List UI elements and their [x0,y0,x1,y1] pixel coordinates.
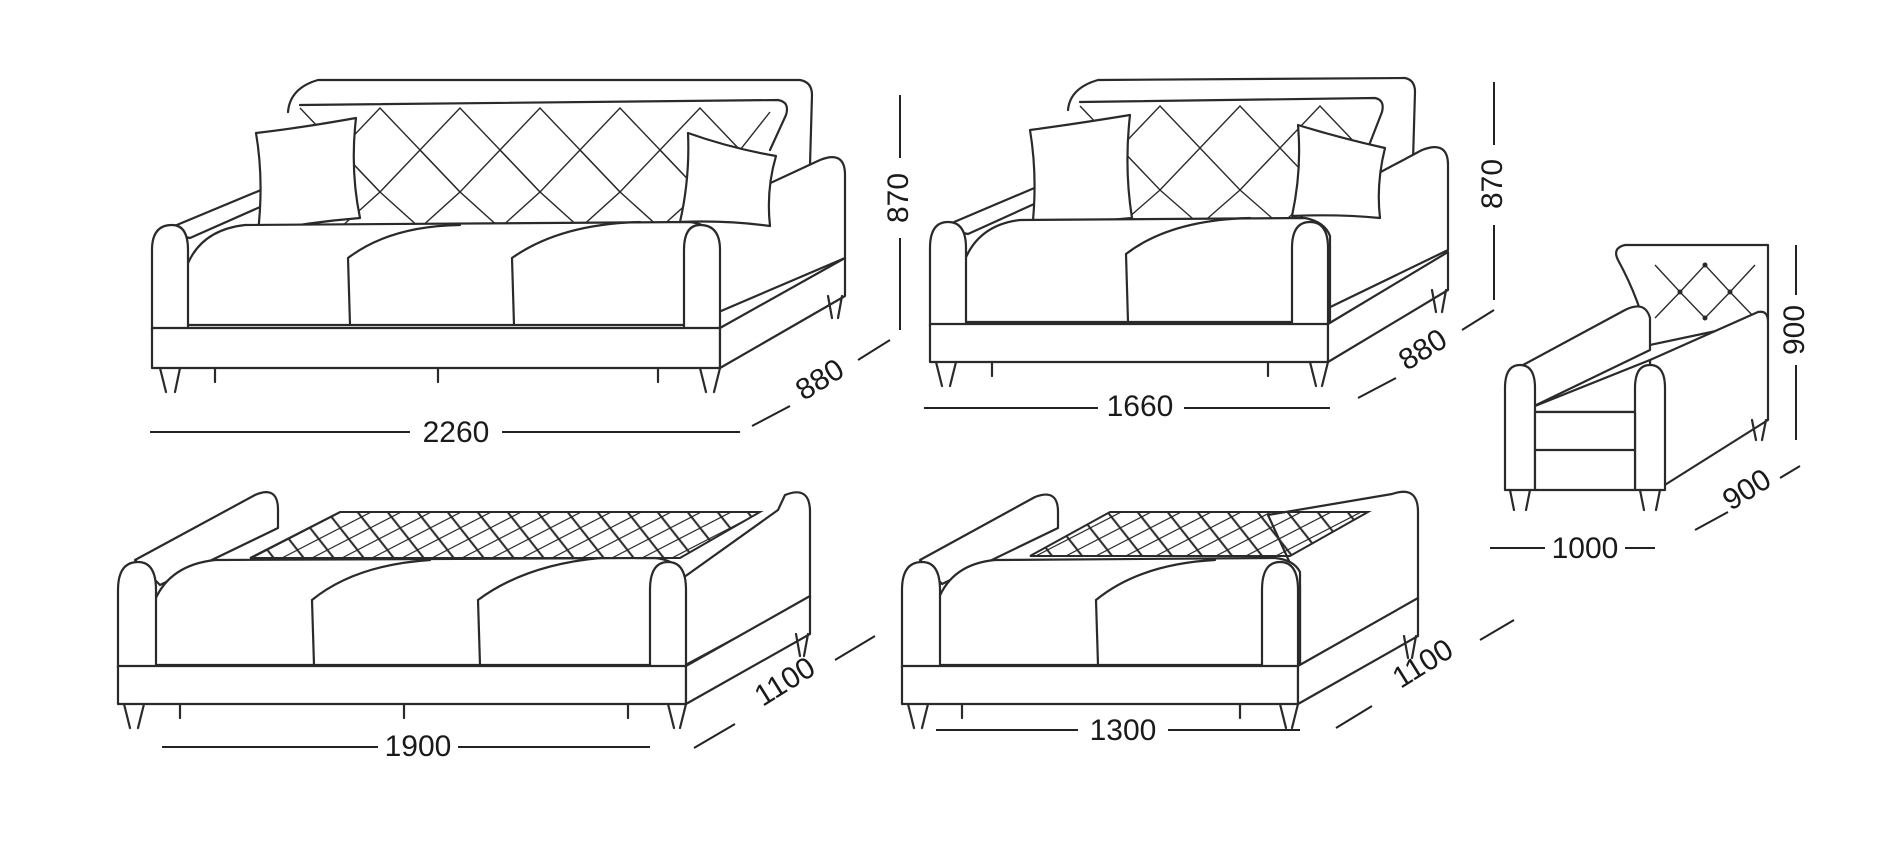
bed2-seat [936,556,1302,667]
bed2-back-arm [918,493,1060,586]
sofa2-pillow-right [1290,123,1387,220]
bed2-base [900,664,1300,706]
sofa3-pillow-right [678,131,778,228]
armchair-depth-label: 900 [1717,463,1777,518]
sofa-bed-3-open [116,491,812,730]
armchair [1503,243,1770,512]
armchair-height-label: 900 [1778,305,1811,355]
armchair-width-label: 1000 [1552,532,1619,565]
sofa3-height-label: 870 [882,173,915,223]
bed3-length-label: 1900 [385,730,452,763]
sofa-2-seater [928,76,1450,388]
armchair-left-arm [1508,305,1652,410]
armchair-tufting [1654,262,1756,321]
bed3-mattress-quilt [249,511,764,559]
sofa2-right-arm [1298,146,1450,314]
armchair-right-arm [1648,310,1770,490]
armchair-back [1615,243,1770,347]
bed3-base [116,664,688,706]
bed2-mattress-quilt [1029,511,1372,557]
sofa3-base [150,326,722,370]
bed3-seat [153,556,682,667]
bed2-length-label: 1300 [1090,714,1157,747]
sofa3-tufting [299,106,771,229]
sofa3-width-label: 2260 [423,416,490,449]
sofa3-pillow-left [254,116,362,234]
bed3-back-arm [133,491,280,587]
sofa2-width-label: 1660 [1107,390,1174,423]
sofa3-back-frame [286,78,814,167]
sofa2-height-label: 870 [1476,159,1509,209]
sofa2-base [928,322,1330,364]
sofa3-left-arm-front [150,223,190,332]
sofa2-pillow-left [1028,113,1134,232]
sofa3-depth-label: 880 [790,353,850,408]
sofa-bed-2-open [900,490,1420,730]
sofa3-seat [184,220,720,327]
sofa2-depth-label: 880 [1393,323,1453,378]
sofa3-right-arm [678,156,847,322]
sofa-3-seater [150,78,847,394]
sofa2-seat [962,216,1332,324]
